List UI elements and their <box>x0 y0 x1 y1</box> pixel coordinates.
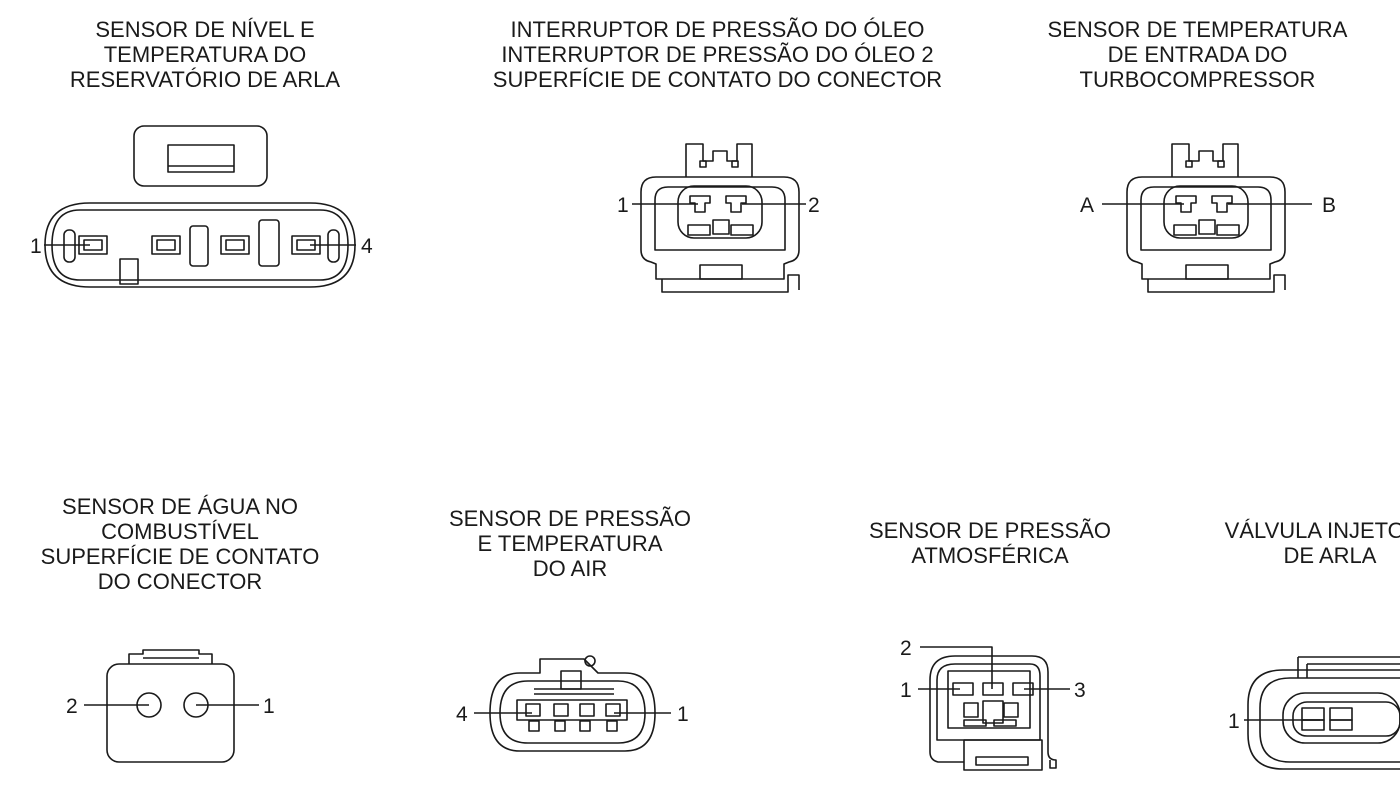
arla-level-temp-sensor-title: SENSOR DE NÍVEL E TEMPERATURA DO RESERVA… <box>69 17 341 92</box>
atmospheric-pressure-connector <box>918 646 1070 771</box>
turbo-inlet-temp-pin-a: A <box>1080 194 1094 217</box>
arla-level-temp-pin-4: 4 <box>361 235 373 258</box>
atmospheric-pressure-sensor-title: SENSOR DE PRESSÃO ATMOSFÉRICA <box>868 518 1112 568</box>
oil-pressure-switch-title: INTERRUPTOR DE PRESSÃO DO ÓLEO INTERRUPT… <box>492 17 943 92</box>
water-in-fuel-pin-2: 2 <box>66 695 78 718</box>
air-pressure-temp-connector <box>474 655 671 752</box>
arla-injector-valve-connector <box>1244 656 1400 770</box>
water-in-fuel-connector <box>84 649 259 763</box>
turbo-inlet-temp-pin-b: B <box>1322 194 1336 217</box>
oil-pressure-pin-1: 1 <box>617 194 629 217</box>
atmospheric-pressure-pin-3: 3 <box>1074 679 1086 702</box>
oil-pressure-pin-2: 2 <box>808 194 820 217</box>
water-in-fuel-sensor-title: SENSOR DE ÁGUA NO COMBUSTÍVEL SUPERFÍCIE… <box>40 494 320 594</box>
water-in-fuel-pin-1: 1 <box>263 695 275 718</box>
air-pressure-temp-pin-1: 1 <box>677 703 689 726</box>
air-pressure-temp-pin-4: 4 <box>456 703 468 726</box>
arla-level-temp-pin-1: 1 <box>30 235 42 258</box>
atmospheric-pressure-pin-1: 1 <box>900 679 912 702</box>
turbo-inlet-temp-connector <box>1102 143 1312 293</box>
arla-injector-valve-title: VÁLVULA INJETORA DE ARLA <box>1224 518 1400 568</box>
turbo-inlet-temp-sensor-title: SENSOR DE TEMPERATURA DE ENTRADA DO TURB… <box>1047 17 1348 92</box>
atmospheric-pressure-pin-2: 2 <box>900 637 912 660</box>
arla-injector-valve-pin-1: 1 <box>1228 710 1240 733</box>
oil-pressure-connector <box>632 143 806 293</box>
arla-level-temp-connector <box>44 125 356 288</box>
air-pressure-temp-sensor-title: SENSOR DE PRESSÃO E TEMPERATURA DO AIR <box>448 506 692 581</box>
